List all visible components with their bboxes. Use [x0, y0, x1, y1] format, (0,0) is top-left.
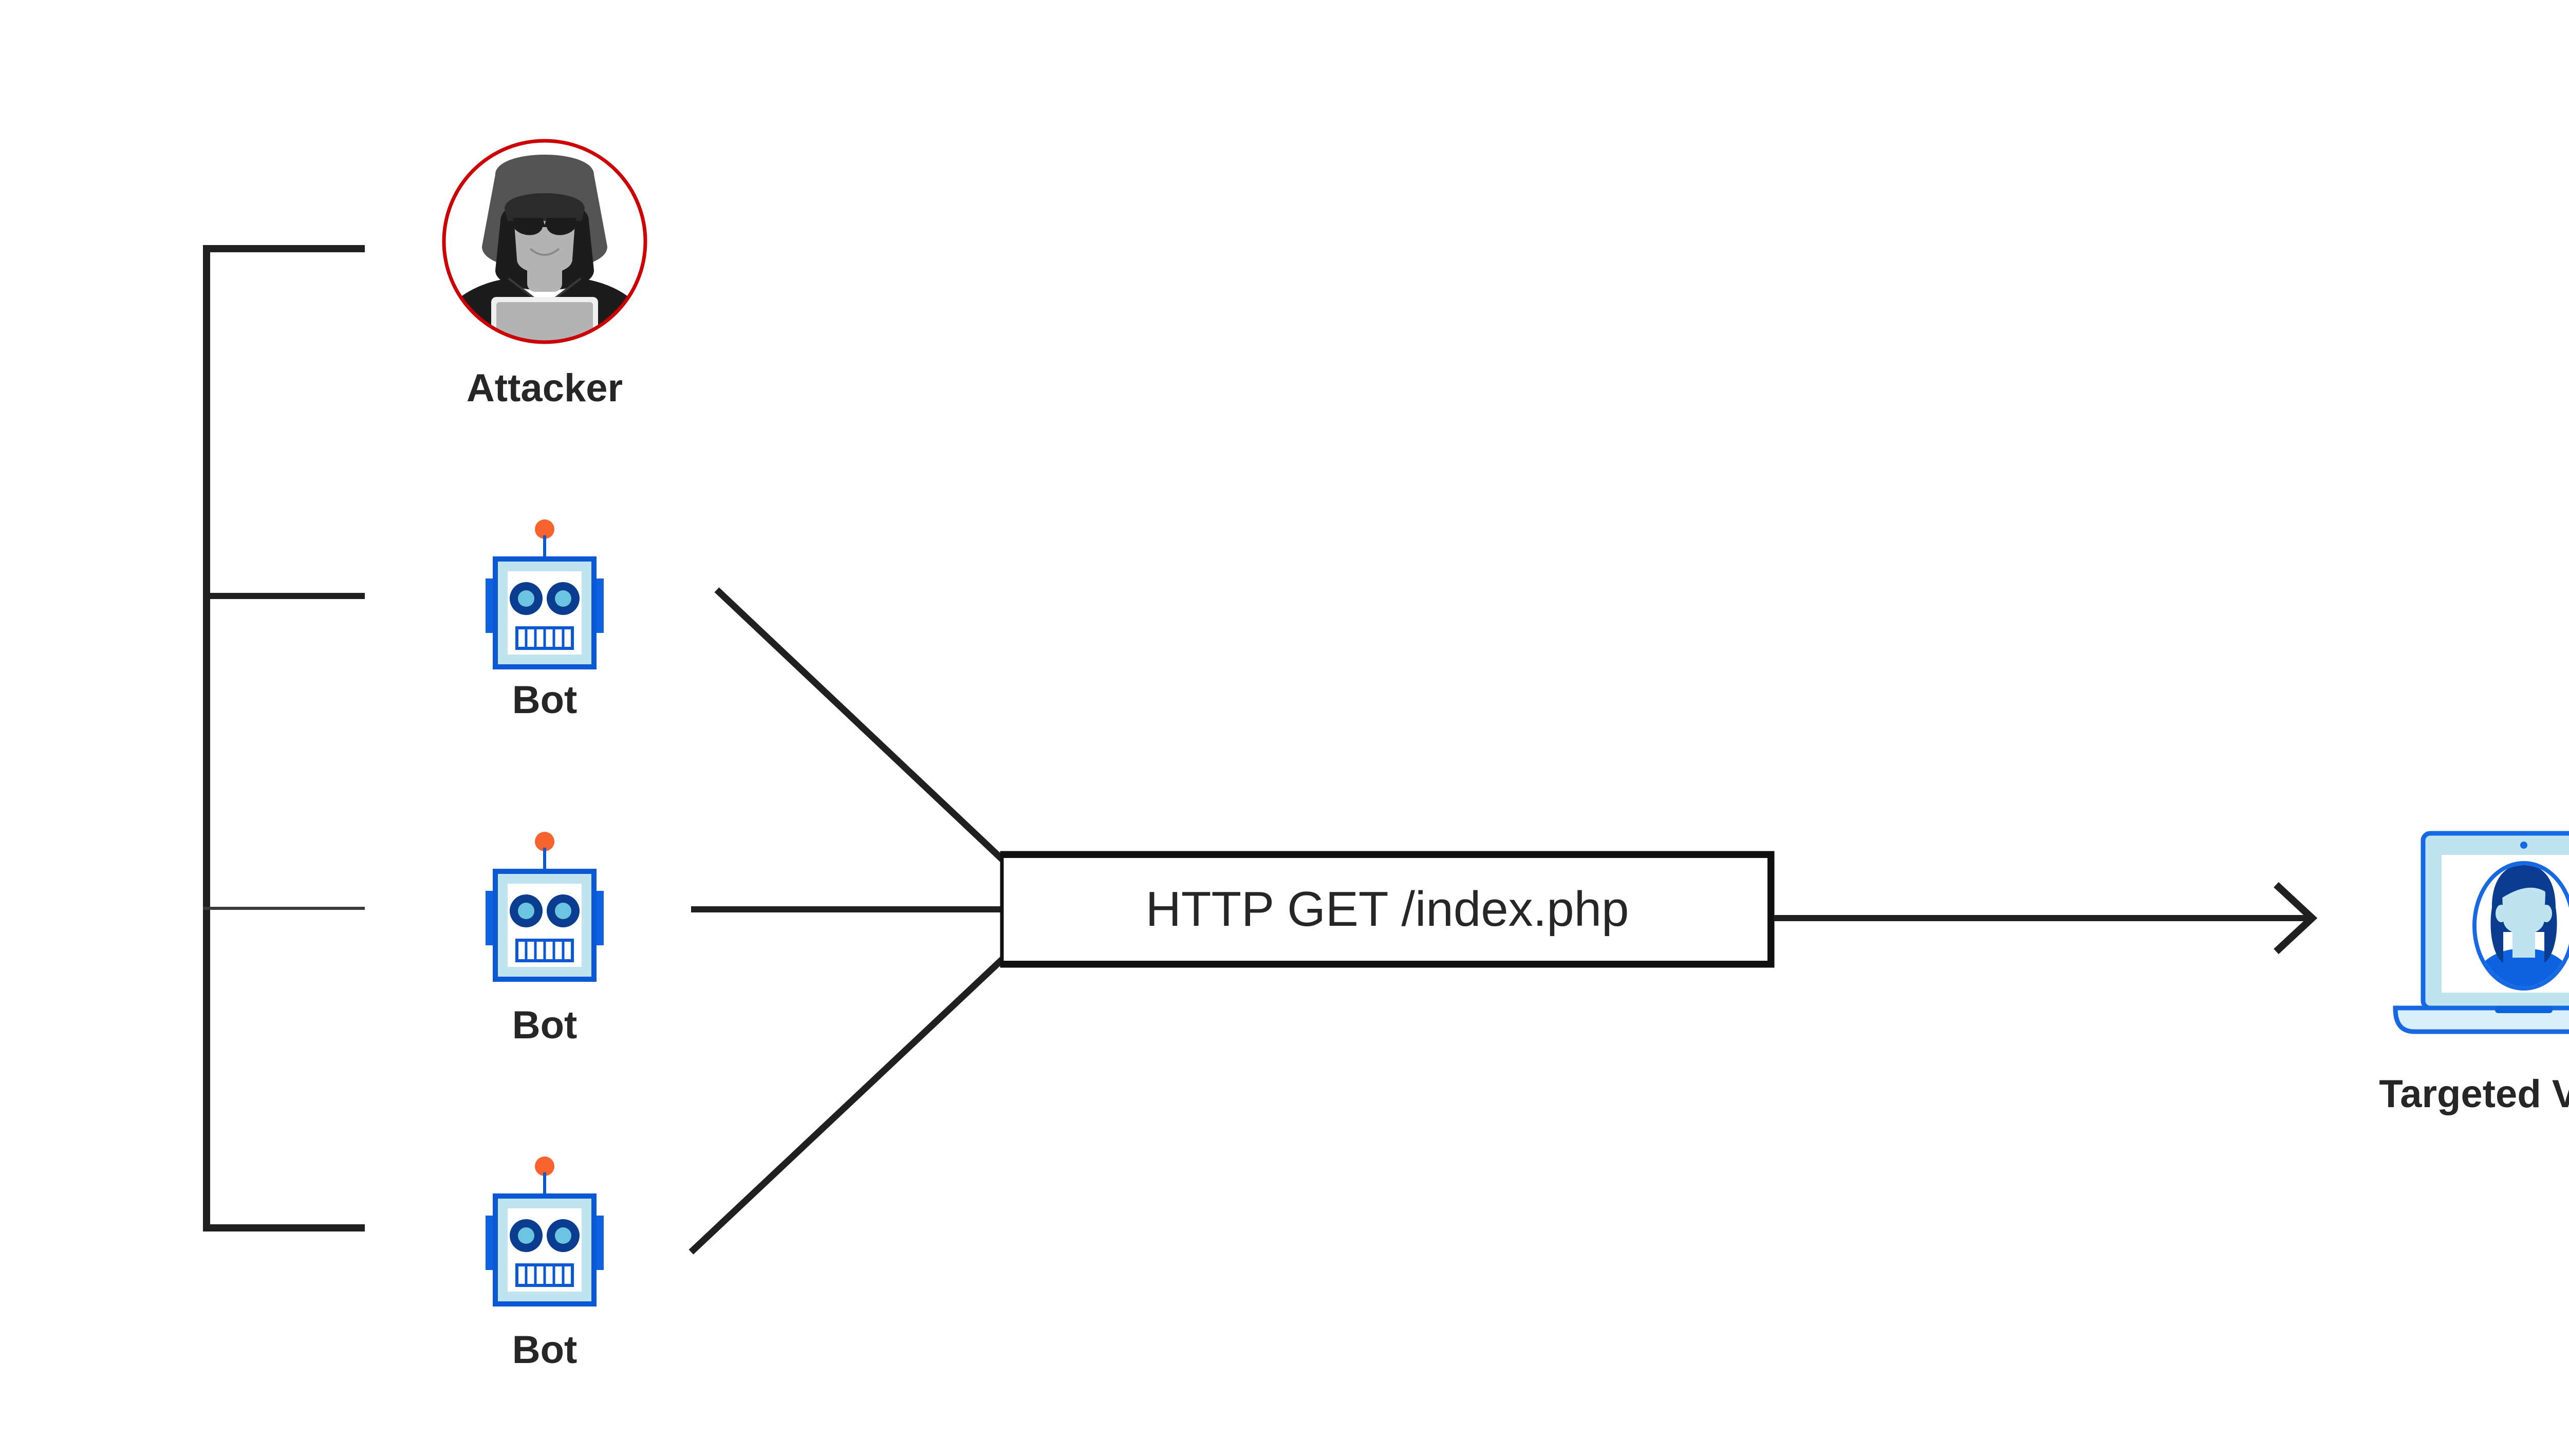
robot-icon-bot-1	[486, 519, 604, 669]
attacker-bot-bracket	[203, 245, 365, 1231]
bot-1-label: Bot	[512, 678, 578, 722]
bot-2-label: Bot	[512, 1003, 578, 1047]
request-box-label: HTTP GET /index.php	[1145, 882, 1629, 937]
request-box[interactable]	[1000, 851, 1775, 968]
bot-to-request-connectors	[688, 587, 1006, 1255]
robot-icon-bot-3	[486, 1156, 604, 1306]
hacker-avatar-icon	[442, 139, 647, 344]
request-to-victim-arrow	[1774, 882, 2318, 955]
targeted-victim-label: Targeted Victim	[2379, 1072, 2569, 1116]
bot-1-to-request-line	[714, 587, 1006, 863]
attacker-label: Attacker	[466, 366, 623, 410]
bot-3-label: Bot	[512, 1328, 578, 1372]
laptop-user-icon	[2393, 831, 2569, 1034]
bot-3-to-request-line	[688, 956, 1006, 1255]
robot-icon-bot-2	[486, 832, 604, 982]
